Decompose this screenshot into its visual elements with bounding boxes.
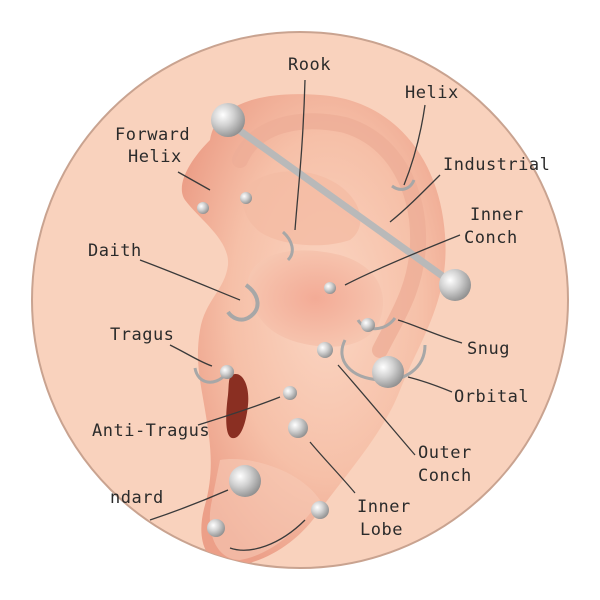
- outer-conch-leader: [337, 364, 416, 456]
- ear-canal: [226, 374, 249, 439]
- lower-lobe-ball: [207, 519, 225, 537]
- label-industrial: Industrial: [443, 155, 550, 175]
- inner-conch-ball: [324, 282, 336, 294]
- inner-conch-leader: [344, 234, 461, 286]
- snug-ring: [356, 317, 397, 331]
- label-inner-conch-line2: Conch: [464, 228, 518, 248]
- snug-leader: [397, 319, 463, 344]
- standard-lobe-ball: [229, 465, 261, 497]
- helix-ring: [391, 179, 416, 191]
- label-daith: Daith: [88, 241, 142, 261]
- industrial-leader: [389, 174, 441, 223]
- tragus-ring: [193, 367, 227, 384]
- label-outer-conch-line2: Conch: [418, 466, 472, 486]
- industrial-bar: [228, 121, 459, 289]
- conch-bowl: [248, 250, 384, 347]
- label-orbital: Orbital: [454, 387, 529, 407]
- orbital-leader: [407, 376, 453, 393]
- helix-fold: [232, 113, 427, 358]
- upper-fossa: [243, 171, 361, 246]
- label-rook: Rook: [288, 55, 331, 75]
- forward-helix-ball-2: [240, 192, 252, 204]
- rook-ring: [281, 230, 294, 262]
- label-inner-lobe-line1: Inner: [357, 497, 411, 517]
- forward-helix-leader: [177, 171, 211, 191]
- standard-lobe-leader: [149, 489, 229, 521]
- orbital-ball: [372, 356, 404, 388]
- helix-stud-ball: [211, 103, 245, 137]
- label-anti-tragus: Anti-Tragus: [92, 421, 210, 441]
- industrial-end-ball: [439, 269, 471, 301]
- daith-leader: [139, 259, 241, 301]
- outer-conch-ball: [317, 342, 333, 358]
- inner-lobe-ball: [311, 501, 329, 519]
- tragus-ball: [220, 365, 234, 379]
- snug-ball: [361, 318, 375, 332]
- helix-leader: [403, 104, 426, 186]
- inner-lobe-leader: [309, 441, 356, 494]
- label-tragus: Tragus: [110, 325, 174, 345]
- label-inner-conch-line1: Inner: [470, 205, 524, 225]
- label-outer-conch-line1: Outer: [418, 443, 472, 463]
- label-snug: Snug: [467, 339, 510, 359]
- label-inner-lobe-line2: Lobe: [360, 520, 403, 540]
- daith-ring: [226, 283, 260, 322]
- tragus-leader: [169, 344, 213, 367]
- anti-tragus-ball: [283, 386, 297, 400]
- label-forward-helix-line2: Helix: [128, 147, 182, 167]
- lower-lobe-leader: [229, 519, 306, 551]
- rook-leader: [294, 79, 306, 231]
- anti-tragus-leader: [197, 396, 281, 426]
- label-forward-helix-line1: Forward: [115, 125, 190, 145]
- label-standard-lobe: ndard: [110, 488, 164, 508]
- anti-tragus-ball-2: [288, 418, 308, 438]
- forward-helix-ball-1: [197, 202, 209, 214]
- label-helix: Helix: [405, 83, 459, 103]
